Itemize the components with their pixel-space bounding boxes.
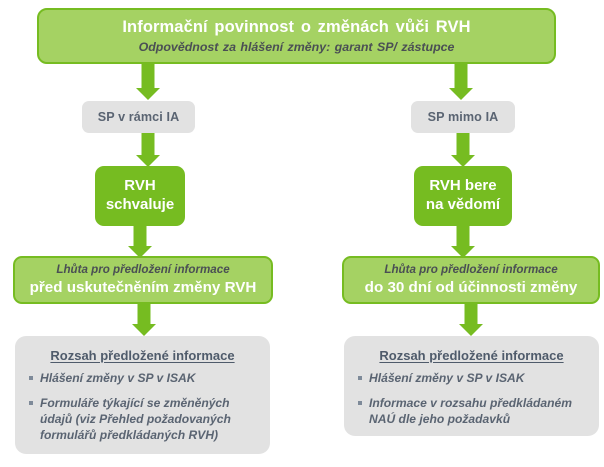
scope-list-right: Hlášení změny v SP v ISAK Informace v ro… (358, 371, 585, 428)
bullet-square-icon (358, 400, 362, 405)
deadline-box-left: Lhůta pro předložení informace před usku… (13, 256, 273, 304)
arrow-left-deadline-to-panel (126, 304, 162, 336)
deadline-value-right: do 30 dní od účinnosti změny (364, 278, 578, 296)
arrow-left-decision-to-deadline (122, 226, 158, 258)
arrow-banner-to-left-condition (130, 64, 166, 100)
condition-box-right: SP mimo IA (411, 101, 515, 133)
list-item-text: Formuláře týkající se změněných údajů (v… (40, 395, 231, 442)
bullet-square-icon (29, 400, 33, 405)
arrow-right-decision-to-deadline (445, 226, 481, 258)
condition-label-left: SP v rámci IA (97, 110, 180, 124)
deadline-box-right: Lhůta pro předložení informace do 30 dní… (342, 256, 600, 304)
list-item: Informace v rozsahu předkládaném NAÚ dle… (358, 396, 585, 428)
condition-label-right: SP mimo IA (427, 110, 499, 124)
decision-box-right: RVH bere na vědomí (414, 166, 512, 226)
decision-label-left-line1: RVH (124, 177, 156, 195)
arrow-left-condition-to-decision (130, 133, 166, 167)
banner-title: Informační povinnost o změnách vůči RVH (122, 18, 471, 37)
list-item: Formuláře týkající se změněných údajů (v… (29, 396, 256, 444)
deadline-caption-right: Lhůta pro předložení informace (384, 262, 558, 276)
condition-box-left: SP v rámci IA (82, 101, 195, 133)
decision-label-left-line2: schvaluje (105, 196, 175, 213)
header-banner: Informační povinnost o změnách vůči RVH … (37, 8, 556, 64)
arrow-right-deadline-to-panel (453, 304, 489, 336)
scope-panel-left: Rozsah předložené informace Hlášení změn… (15, 336, 270, 454)
list-item: Hlášení změny v SP v ISAK (358, 371, 585, 387)
arrow-right-condition-to-decision (445, 133, 481, 167)
decision-label-right-line1: RVH bere (429, 177, 497, 195)
list-item-text: Informace v rozsahu předkládaném NAÚ dle… (369, 395, 572, 426)
arrow-banner-to-right-condition (443, 64, 479, 100)
scope-panel-right: Rozsah předložené informace Hlášení změn… (344, 336, 599, 436)
list-item: Hlášení změny v SP v ISAK (29, 371, 256, 387)
decision-label-right-line2: na vědomí (425, 196, 501, 213)
bullet-square-icon (29, 376, 33, 380)
bullet-square-icon (358, 376, 362, 380)
deadline-caption-left: Lhůta pro předložení informace (56, 262, 230, 276)
scope-panel-heading-left: Rozsah předložené informace (50, 348, 235, 363)
list-item-text: Hlášení změny v SP v ISAK (369, 371, 525, 385)
deadline-value-left: před uskutečněním změny RVH (29, 278, 257, 296)
scope-panel-heading-right: Rozsah předložené informace (379, 348, 564, 363)
banner-subtitle: Odpovědnost za hlášení změny: garant SP/… (138, 39, 455, 54)
list-item-text: Hlášení změny v SP v ISAK (40, 371, 196, 385)
decision-box-left: RVH schvaluje (95, 166, 185, 226)
scope-list-left: Hlášení změny v SP v ISAK Formuláře týka… (29, 371, 256, 444)
